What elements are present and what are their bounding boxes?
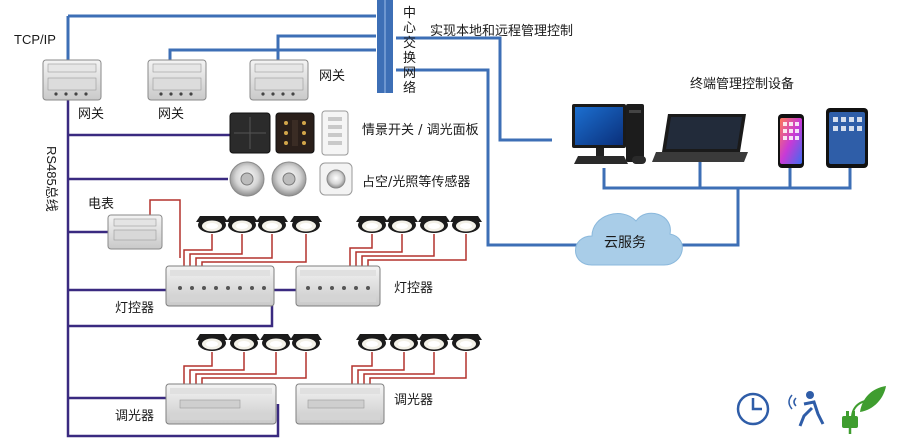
tablet [826, 108, 868, 168]
cloud-shape [575, 212, 683, 266]
electricity-meter [107, 214, 163, 250]
downlight-group-3 [196, 334, 322, 351]
cloud-label: 云服务 [604, 235, 646, 251]
gateway-label-2: 网关 [158, 107, 185, 122]
occupancy-sensor-2 [271, 161, 307, 197]
dimmer-1 [165, 383, 277, 425]
network-lines [66, 14, 852, 247]
sensors-label: 占空/光照等传感器 [362, 175, 471, 190]
dimmer-panel [321, 110, 349, 156]
red-wires [149, 199, 467, 384]
meter-label: 电表 [88, 197, 115, 212]
occupancy-sensor-1 [229, 161, 265, 197]
laptop [652, 114, 748, 162]
downlight-group-1 [196, 216, 322, 233]
dimmer-label-2: 调光器 [394, 393, 434, 408]
gateway-label-1: 网关 [78, 107, 105, 122]
dimmer-2 [295, 383, 385, 425]
gateway-3 [249, 59, 309, 101]
scene-switch-panel [229, 112, 271, 154]
light-controller-label-2: 灯控器 [394, 281, 434, 296]
light-controller-1 [165, 265, 275, 307]
gateway-label-3: 网关 [319, 69, 346, 84]
rs485-bus [66, 100, 296, 438]
central-switch-label: 中心交换网络 [402, 6, 416, 96]
gateway-2 [147, 59, 207, 101]
clock-icon [736, 392, 770, 426]
light-controller-label-1: 灯控器 [115, 301, 155, 316]
eco-plug-icon [842, 386, 886, 434]
smartphone [778, 114, 804, 168]
motion-sensor-icon [788, 391, 825, 427]
desktop-computer [572, 104, 646, 164]
gateway-1 [42, 59, 102, 101]
dimmer-label-1: 调光器 [115, 409, 155, 424]
local-remote-label: 实现本地和远程管理控制 [430, 24, 574, 39]
scene-panel-label: 情景开关 / 调光面板 [362, 123, 479, 138]
downlight-group-4 [356, 334, 482, 351]
tcpip-label: TCP/IP [14, 32, 56, 47]
light-controller-2 [295, 265, 381, 307]
downlight-group-2 [356, 216, 482, 233]
light-sensor [319, 162, 353, 196]
terminals-label: 终端管理控制设备 [690, 77, 795, 92]
rs485-label: RS485总线 [44, 146, 59, 212]
touch-panel [275, 112, 315, 154]
